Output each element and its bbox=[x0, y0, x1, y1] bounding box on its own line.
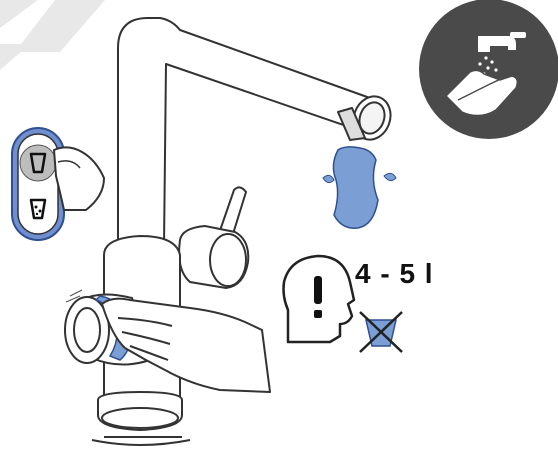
dispense-button-panel bbox=[12, 128, 104, 240]
flush-amount-label: 4 - 5 l bbox=[355, 258, 434, 290]
corner-flag bbox=[0, 0, 105, 70]
water-stream bbox=[323, 147, 396, 228]
warning-head-icon bbox=[284, 256, 355, 342]
tap-lever bbox=[179, 187, 248, 288]
wash-hands-icon bbox=[419, 0, 558, 139]
no-drinking-icon bbox=[360, 312, 402, 352]
